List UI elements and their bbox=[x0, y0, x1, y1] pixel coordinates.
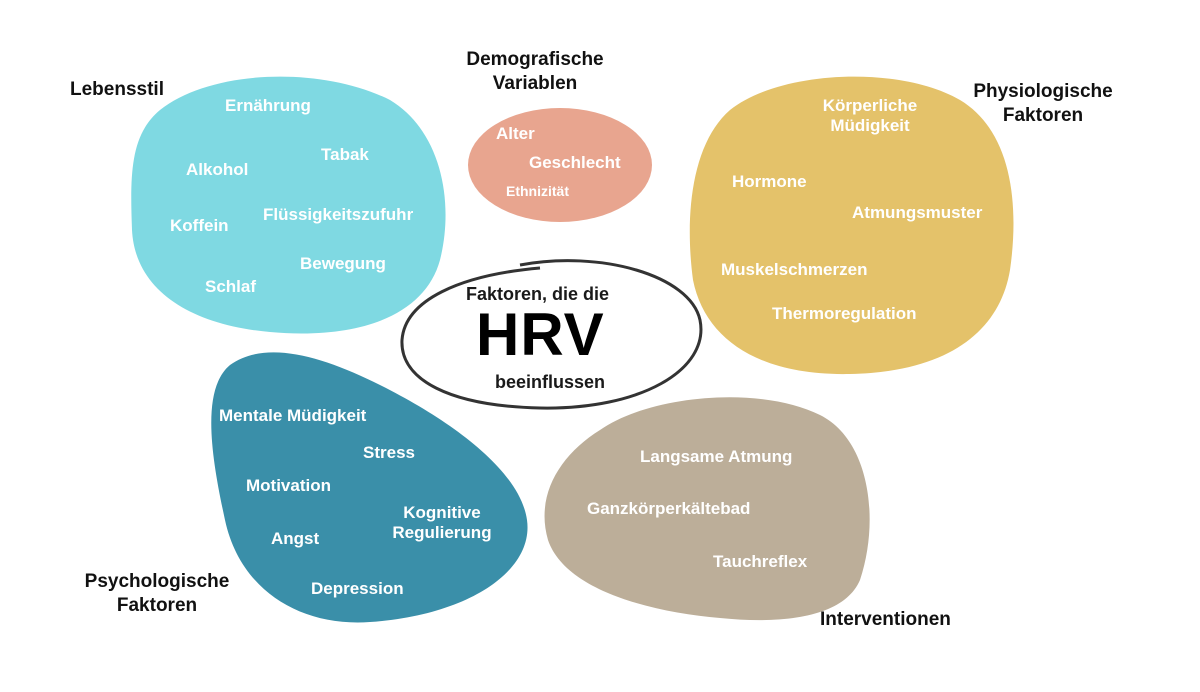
physiological-item: Körperliche Müdigkeit bbox=[810, 96, 930, 137]
demographic-item: Alter bbox=[496, 124, 535, 143]
physiological-item: Atmungsmuster bbox=[852, 203, 983, 222]
center-caption-top: Faktoren, die die bbox=[466, 284, 610, 304]
physiological-item: Thermoregulation bbox=[772, 304, 917, 323]
demographic-label: Demografische Variablen bbox=[455, 48, 615, 96]
psychological-item: Angst bbox=[271, 529, 320, 548]
physiological-item-line1: Körperliche bbox=[822, 96, 918, 115]
interventions-item: Langsame Atmung bbox=[640, 447, 793, 466]
demographic-blob bbox=[468, 108, 652, 222]
psychological-label-line2: Faktoren bbox=[116, 594, 198, 616]
psychological-blob bbox=[211, 352, 528, 623]
lifestyle-item: Flüssigkeitszufuhr bbox=[263, 205, 414, 224]
physiological-item: Muskelschmerzen bbox=[721, 260, 868, 279]
lifestyle-label: Lebensstil bbox=[70, 79, 164, 100]
demographic-label-line1: Demografische bbox=[466, 49, 604, 70]
physiological-item: Hormone bbox=[732, 172, 807, 191]
interventions-item: Tauchreflex bbox=[713, 552, 808, 571]
lifestyle-item: Schlaf bbox=[205, 277, 257, 296]
psychological-item: Kognitive Regulierung bbox=[382, 503, 502, 544]
demographic-label-line2: Variablen bbox=[492, 72, 578, 94]
interventions-label: Interventionen bbox=[820, 609, 951, 630]
demographic-item: Ethnizität bbox=[506, 183, 569, 199]
psychological-label-line1: Psychologische bbox=[84, 571, 230, 592]
center-ellipse-outline bbox=[400, 259, 703, 410]
lifestyle-item: Ernährung bbox=[225, 96, 311, 115]
physiological-label-line1: Physiologische bbox=[973, 81, 1113, 102]
psychological-item: Mentale Müdigkeit bbox=[219, 406, 367, 425]
psychological-item: Depression bbox=[311, 579, 404, 598]
physiological-blob bbox=[689, 76, 1014, 375]
psychological-item: Motivation bbox=[246, 476, 331, 495]
interventions-blob bbox=[544, 397, 870, 621]
physiological-label-line2: Faktoren bbox=[1002, 104, 1084, 126]
psychological-label: Psychologische Faktoren bbox=[72, 570, 242, 618]
lifestyle-item: Alkohol bbox=[186, 160, 249, 179]
lifestyle-item: Koffein bbox=[170, 216, 229, 235]
center-title: HRV bbox=[476, 301, 605, 368]
psychological-item: Stress bbox=[363, 443, 415, 462]
lifestyle-item: Tabak bbox=[321, 145, 369, 164]
demographic-item: Geschlecht bbox=[529, 153, 621, 172]
physiological-label: Physiologische Faktoren bbox=[958, 80, 1128, 128]
psychological-item-line2: Regulierung bbox=[392, 523, 492, 543]
physiological-item-line2: Müdigkeit bbox=[830, 116, 910, 136]
psychological-item-line1: Kognitive bbox=[403, 503, 481, 522]
center-caption-bottom: beeinflussen bbox=[495, 372, 606, 392]
lifestyle-blob bbox=[131, 76, 446, 334]
lifestyle-item: Bewegung bbox=[300, 254, 386, 273]
interventions-item: Ganzkörperkältebad bbox=[587, 499, 751, 518]
